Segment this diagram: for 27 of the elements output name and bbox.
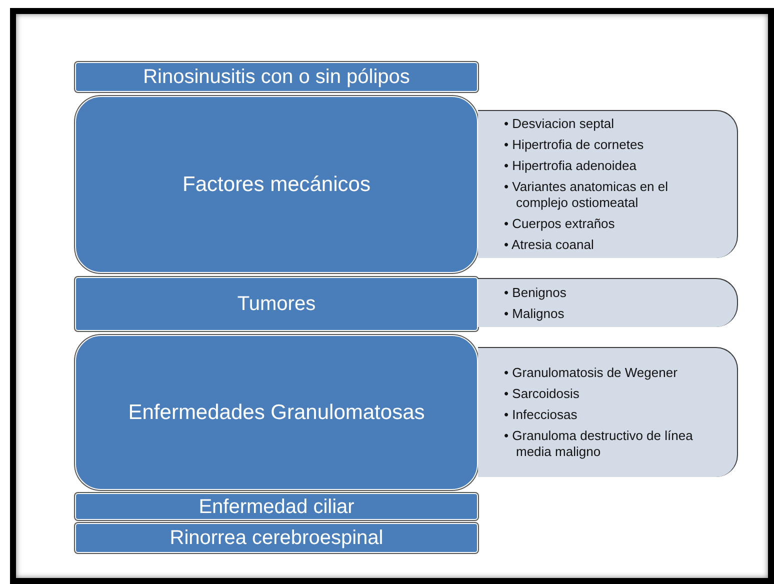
- list-item: • Atresia coanal: [504, 237, 595, 253]
- list-item: • Infecciosas: [504, 407, 578, 423]
- list-item: • Sarcoidosis: [504, 386, 580, 402]
- category-label: Enfermedad ciliar: [198, 494, 354, 520]
- category-box: [75, 96, 478, 273]
- category-label: Rinosinusitis con o sin pólipos: [143, 65, 410, 90]
- category-label: Tumores: [237, 292, 316, 317]
- list-item: • Benignos: [504, 284, 568, 300]
- list-item: • Granuloma destructivo de línea media maligno: [504, 428, 694, 460]
- list-item: • Granulomatosis de Wegener: [504, 365, 678, 381]
- list-panel: [478, 347, 738, 477]
- category-label: Rinorrea cerebroespinal: [170, 526, 384, 551]
- list-item: • Malignos: [504, 306, 566, 322]
- category-box: [75, 493, 478, 520]
- list-item: • Hipertrofia de cornetes: [504, 137, 645, 153]
- category-box: [75, 523, 478, 553]
- list-panel: [478, 110, 738, 258]
- category-label: Factores mecánicos: [182, 172, 370, 198]
- list-item: • Desviacion septal: [504, 116, 616, 132]
- list-panel: [478, 278, 738, 327]
- list-item: • Variantes anatomicas en el complejo ostiomeatal: [504, 179, 670, 211]
- list-item: • Cuerpos extraños: [504, 216, 616, 232]
- list-item: • Hipertrofia adenoidea: [504, 158, 638, 174]
- category-box: [75, 277, 478, 331]
- category-label: Enfermedades Granulomatosas: [128, 400, 425, 426]
- category-box: [75, 62, 478, 92]
- category-box: [75, 335, 478, 490]
